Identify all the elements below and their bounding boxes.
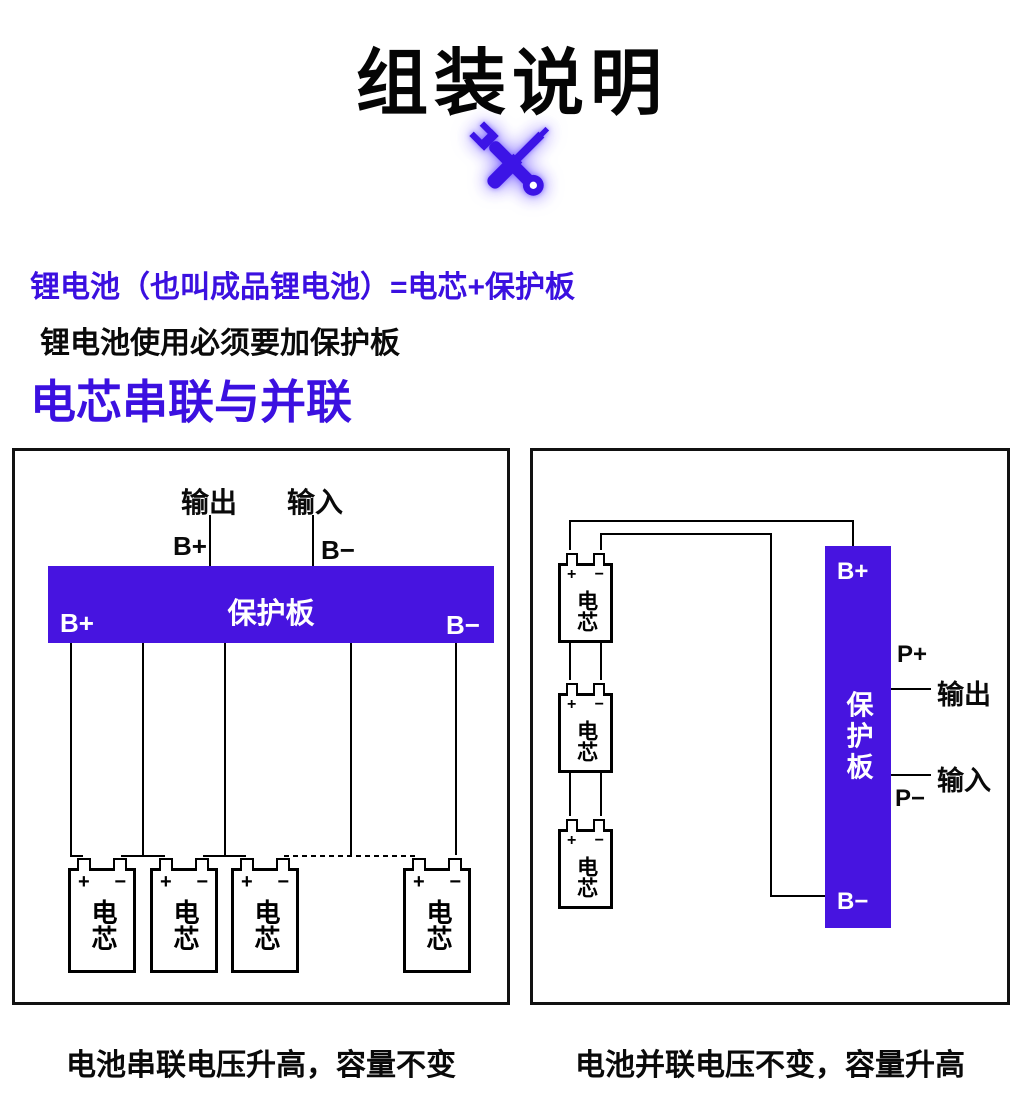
- protection-board-vertical: B+ 保护板 B−: [825, 546, 891, 928]
- board-bplus: B+: [60, 608, 94, 638]
- series-output-label: 输出: [181, 487, 238, 518]
- series-bminus-label: B−: [321, 535, 355, 565]
- minus-sign: −: [196, 871, 208, 893]
- plus-terminal: [412, 858, 426, 871]
- cell-label: 电芯: [169, 899, 200, 951]
- parallel-caption: 电池并联电压不变，容量升高: [575, 1049, 965, 1082]
- minus-sign: −: [594, 566, 604, 583]
- cell-label: 电芯: [574, 590, 598, 632]
- plus-sign: +: [160, 871, 172, 893]
- intro-line-warning: 锂电池使用必须要加保护板: [40, 327, 400, 360]
- battery-cell-3: +− 电芯: [558, 819, 613, 909]
- page-title: 组装说明: [355, 44, 668, 124]
- section-heading: 电芯串联与并联: [30, 376, 352, 428]
- plus-terminal: [566, 683, 578, 696]
- series-bplus-label: B+: [173, 531, 207, 561]
- cell-label: 电芯: [87, 899, 118, 951]
- plus-terminal: [159, 858, 173, 871]
- plus-sign: +: [241, 871, 253, 893]
- minus-sign: −: [594, 832, 604, 849]
- minus-terminal: [113, 858, 127, 871]
- minus-terminal: [593, 683, 605, 696]
- battery-cell-1: +− 电芯: [558, 553, 613, 643]
- parallel-input-label: 输入: [937, 766, 991, 796]
- minus-terminal: [195, 858, 209, 871]
- wrench-screwdriver-icon: [469, 121, 550, 196]
- series-diagram-panel: 输出 输入 B+ B− B+ 保护板 B− + − 电芯 + − 电芯 + − 电芯: [12, 448, 510, 1005]
- tools-icon: [0, 112, 1024, 221]
- plus-sign: +: [567, 566, 577, 583]
- minus-sign: −: [114, 871, 126, 893]
- series-input-label: 输入: [287, 487, 344, 518]
- battery-cell-3: + − 电芯: [231, 858, 299, 973]
- minus-sign: −: [277, 871, 289, 893]
- battery-cell-4: + − 电芯: [403, 858, 471, 973]
- cell-label: 电芯: [574, 856, 598, 898]
- board-title: 保护板: [842, 690, 873, 784]
- parallel-output-label: 输出: [937, 680, 991, 710]
- plus-terminal: [77, 858, 91, 871]
- board-bminus: B−: [446, 610, 480, 640]
- series-wires: [70, 515, 457, 857]
- parallel-pplus-label: P+: [897, 641, 928, 668]
- board-bminus: B−: [837, 888, 869, 915]
- minus-terminal: [276, 858, 290, 871]
- plus-sign: +: [567, 832, 577, 849]
- parallel-diagram-panel: B+ 保护板 B− P+ 输出 输入 P− +− 电芯 +− 电芯 +− 电芯: [530, 448, 1010, 1005]
- minus-terminal: [593, 553, 605, 566]
- battery-cell-2: +− 电芯: [558, 683, 613, 773]
- plus-terminal: [240, 858, 254, 871]
- battery-cell-2: + − 电芯: [150, 858, 218, 973]
- cell-label: 电芯: [422, 899, 453, 951]
- plus-sign: +: [413, 871, 425, 893]
- battery-cell-1: + − 电芯: [68, 858, 136, 973]
- minus-sign: −: [594, 696, 604, 713]
- board-title: 保护板: [227, 598, 315, 630]
- minus-terminal: [448, 858, 462, 871]
- plus-terminal: [566, 553, 578, 566]
- minus-terminal: [593, 819, 605, 832]
- parallel-pminus-label: P−: [895, 785, 926, 812]
- minus-sign: −: [449, 871, 461, 893]
- board-bplus: B+: [837, 558, 869, 585]
- protection-board-horizontal: B+ 保护板 B−: [48, 566, 494, 643]
- plus-sign: +: [78, 871, 90, 893]
- plus-sign: +: [567, 696, 577, 713]
- plus-terminal: [566, 819, 578, 832]
- cell-label: 电芯: [250, 899, 281, 951]
- parallel-wires: [569, 520, 931, 897]
- intro-line-formula: 锂电池（也叫成品锂电池）=电芯+保护板: [30, 271, 576, 304]
- series-caption: 电池串联电压升高，容量不变: [66, 1049, 456, 1082]
- cell-label: 电芯: [574, 720, 598, 762]
